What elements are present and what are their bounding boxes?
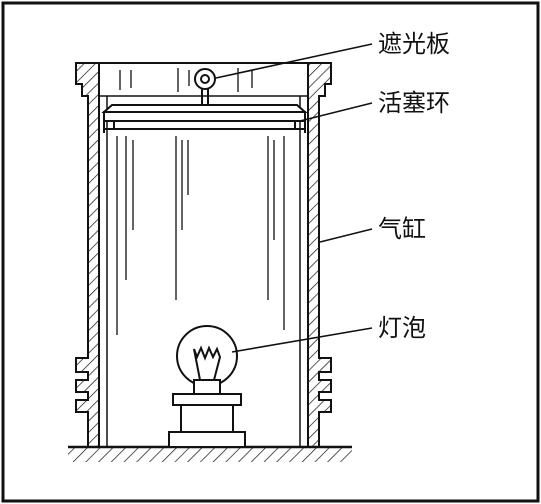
ground (68, 445, 352, 462)
bulb (176, 325, 238, 395)
light-streaks (116, 68, 285, 335)
leader-piston-ring (299, 102, 373, 122)
shade-plate-eyelet (194, 68, 216, 105)
leader-lines (215, 43, 373, 353)
label-piston-ring: 活塞环 (378, 89, 450, 117)
label-bulb: 灯泡 (378, 314, 426, 342)
leader-cylinder (319, 228, 373, 243)
cylinder (75, 62, 332, 448)
piston-ring (101, 104, 308, 133)
bulb-socket (168, 393, 246, 448)
leader-bulb (231, 327, 373, 353)
label-shade-plate: 遮光板 (378, 30, 450, 58)
label-cylinder: 气缸 (378, 215, 426, 243)
leader-shade-plate (215, 43, 373, 79)
